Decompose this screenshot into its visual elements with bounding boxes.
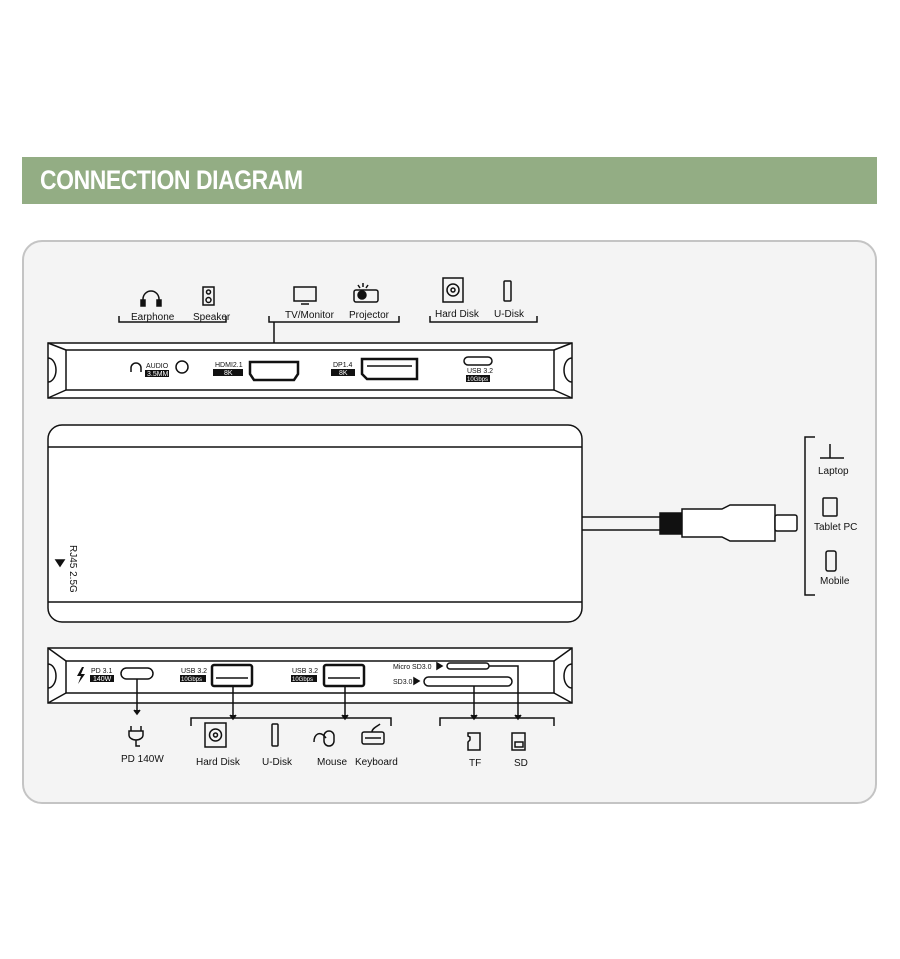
host-bracket xyxy=(804,436,815,596)
u-disk-icon xyxy=(503,280,512,302)
top-port-strip xyxy=(47,342,573,399)
bottom-port-strip xyxy=(47,647,573,704)
displayport-port[interactable] xyxy=(360,357,419,381)
hdmi-label: HDMI2.1 xyxy=(215,362,243,369)
usb-c-cable xyxy=(582,504,798,542)
usb1-label: USB 3.2 xyxy=(181,668,207,675)
usbc-spec: 10Gbps xyxy=(467,377,488,383)
speaker-label: Speaker xyxy=(193,312,231,323)
hard-disk-icon xyxy=(204,722,227,748)
audio-spec: 3.5MM xyxy=(147,371,169,378)
mouse-label: Mouse xyxy=(317,757,347,768)
top-brackets xyxy=(118,316,538,323)
lightning-icon xyxy=(77,667,85,684)
usbc-label: USB 3.2 xyxy=(467,368,493,375)
rj45-arrow-icon xyxy=(54,559,66,568)
mouse-icon xyxy=(313,730,335,747)
hdmi-spec: 8K xyxy=(224,370,233,377)
audio-label: AUDIO xyxy=(146,363,169,370)
earphone-icon xyxy=(140,290,162,307)
tablet-label: Tablet PC xyxy=(814,522,857,533)
sd-card-label: SD xyxy=(514,758,528,769)
power-plug-icon xyxy=(128,726,144,747)
hard-disk-label: Hard Disk xyxy=(435,309,480,320)
rj45-label: RJ45 2.5G xyxy=(67,545,78,593)
u-disk-icon xyxy=(271,723,279,747)
projector-label: Projector xyxy=(349,310,390,321)
power-label: PD 140W xyxy=(121,754,164,765)
usb-c-port-top[interactable] xyxy=(463,356,493,366)
tf-card-icon xyxy=(467,732,481,751)
hard-disk-label: Hard Disk xyxy=(196,757,241,768)
section-header: CONNECTION DIAGRAM xyxy=(22,157,877,204)
monitor-icon xyxy=(293,286,317,305)
laptop-label: Laptop xyxy=(818,466,849,477)
dp-spec: 8K xyxy=(339,370,348,377)
hdmi-port[interactable] xyxy=(248,360,300,382)
sd-label: SD3.0 xyxy=(393,679,413,686)
speaker-icon xyxy=(202,286,215,306)
tf-label: TF xyxy=(469,758,481,769)
hub-body xyxy=(47,424,583,623)
earphone-label: Earphone xyxy=(131,312,175,323)
keyboard-label: Keyboard xyxy=(355,757,398,768)
usb1-spec: 10Gbps xyxy=(181,677,202,683)
keyboard-icon xyxy=(361,723,385,745)
page-title: CONNECTION DIAGRAM xyxy=(40,165,303,195)
projector-icon xyxy=(353,283,379,303)
hard-disk-icon xyxy=(442,277,464,303)
laptop-icon xyxy=(820,444,844,459)
microsd-label: Micro SD3.0 xyxy=(393,664,432,671)
usb2-label: USB 3.2 xyxy=(292,668,318,675)
mobile-label: Mobile xyxy=(820,576,850,587)
mobile-icon xyxy=(825,550,837,572)
dp-label: DP1.4 xyxy=(333,362,353,369)
tv-label: TV/Monitor xyxy=(285,310,335,321)
sd-slot[interactable] xyxy=(423,676,513,687)
pd-label: PD 3.1 xyxy=(91,668,113,675)
u-disk-label: U-Disk xyxy=(494,309,525,320)
bottom-connector-lines xyxy=(133,665,555,726)
usb-a-port-1[interactable] xyxy=(210,663,254,688)
usb-a-port-2[interactable] xyxy=(322,663,366,688)
sd-card-icon xyxy=(511,732,526,751)
pd-spec: 140W xyxy=(93,676,112,683)
tablet-icon xyxy=(822,497,838,517)
u-disk-label: U-Disk xyxy=(262,757,293,768)
usb2-spec: 10Gbps xyxy=(292,677,313,683)
audio-port[interactable] xyxy=(130,360,189,374)
